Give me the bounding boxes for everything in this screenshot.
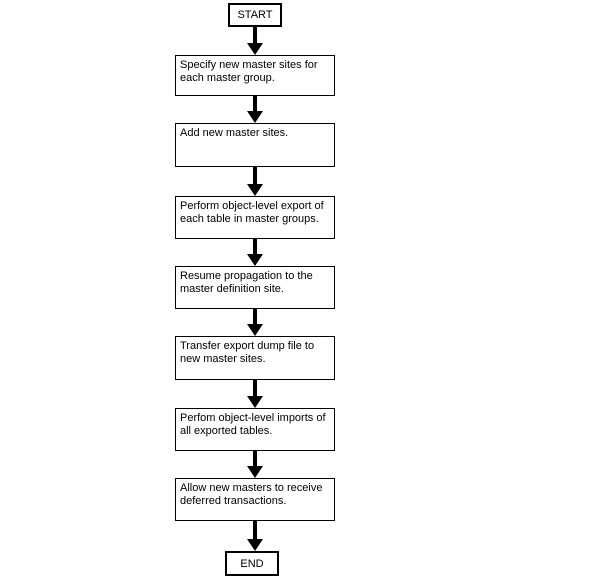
arrow-head [247, 111, 263, 123]
arrow-down-icon [247, 96, 263, 123]
arrow-head [247, 539, 263, 551]
arrow-down-icon [247, 27, 263, 55]
step-text-line: master definition site. [180, 283, 284, 295]
step-text-line: Perform object-level export of [180, 200, 324, 212]
arrow-head [247, 396, 263, 408]
flow-step-object-level-export: Perform object-level export of each tabl… [175, 196, 335, 239]
arrow-head [247, 324, 263, 336]
arrow-head [247, 466, 263, 478]
flow-step-transfer-export-dump: Transfer export dump file to new master … [175, 336, 335, 380]
step-text-line: each master group. [180, 72, 275, 84]
arrow-down-icon [247, 521, 263, 551]
arrow-down-icon [247, 451, 263, 478]
end-node: END [225, 551, 279, 576]
arrow-down-icon [247, 309, 263, 336]
start-node: START [228, 3, 282, 27]
step-text-line: Specify new master sites for [180, 59, 318, 71]
step-text-line: Allow new masters to receive [180, 482, 323, 494]
arrow-stem [253, 521, 257, 540]
step-text-line: Transfer export dump file to [180, 340, 315, 352]
arrow-stem [253, 239, 257, 255]
step-text-line: deferred transactions. [180, 495, 287, 507]
arrow-stem [253, 451, 257, 467]
arrow-stem [253, 167, 257, 185]
flow-step-object-level-imports: Perfom object-level imports of all expor… [175, 408, 335, 451]
step-text-line: Add new master sites. [180, 127, 289, 139]
flow-step-resume-propagation: Resume propagation to the master definit… [175, 266, 335, 309]
arrow-head [247, 184, 263, 196]
flow-step-specify-master-sites: Specify new master sites for each master… [175, 55, 335, 96]
step-text-line: new master sites. [180, 353, 266, 365]
end-label: END [240, 557, 264, 570]
step-text-line: each table in master groups. [180, 213, 319, 225]
start-label: START [237, 9, 273, 21]
arrow-down-icon [247, 167, 263, 196]
flow-step-add-master-sites: Add new master sites. [175, 123, 335, 167]
step-text-line: all exported tables. [180, 425, 273, 437]
arrow-stem [253, 380, 257, 397]
arrow-head [247, 43, 263, 55]
flow-step-allow-deferred-transactions: Allow new masters to receive deferred tr… [175, 478, 335, 521]
arrow-down-icon [247, 380, 263, 408]
arrow-down-icon [247, 239, 263, 266]
step-text-line: Resume propagation to the [180, 270, 313, 282]
step-text-line: Perfom object-level imports of [180, 412, 326, 424]
arrow-stem [253, 96, 257, 112]
arrow-head [247, 254, 263, 266]
arrow-stem [253, 309, 257, 325]
arrow-stem [253, 27, 257, 44]
